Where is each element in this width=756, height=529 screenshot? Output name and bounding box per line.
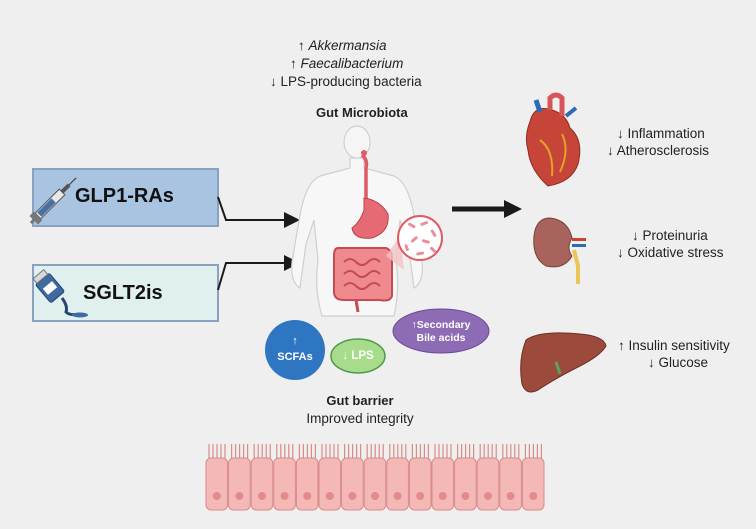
cell-nucleus [529,492,538,500]
faecalibacterium-label: ↑ Faecalibacterium [290,55,403,73]
epithelial-cell [273,457,296,511]
human-body-illustration [291,125,423,317]
gut-barrier-title: Gut barrier [326,393,394,408]
akkermansia-arrow: ↑ [298,38,305,53]
cell-nucleus [506,492,515,500]
akkermansia-name: Akkermansia [308,38,387,53]
kidney-icon [533,217,586,284]
epithelial-cell [454,457,477,511]
sglt2-box [32,264,219,322]
cell-nucleus [212,492,221,500]
lps-bacteria-label: ↓ LPS-producing bacteria [270,74,422,89]
akkermansia-label: ↑ Akkermansia [298,37,387,55]
epithelial-cell [499,457,522,511]
cell-nucleus [484,492,492,500]
epithelial-cell [363,457,387,511]
sglt2-label: SGLT2is [83,282,163,304]
faecalibacterium-arrow: ↑ [290,56,297,71]
scfa-label: SCFAs [277,351,313,363]
liver-effect-glucose: ↓ Glucose [648,355,709,370]
lps-text: ↓ LPS [342,350,374,362]
epithelial-cell [341,457,364,511]
epithelial-cell [205,457,229,511]
glp1-box [32,168,219,227]
epithelial-cell [431,457,455,511]
epithelial-cell [228,457,251,511]
cell-nucleus [438,492,447,500]
gut-microbiota-title: Gut Microbiota [316,105,408,120]
heart-icon [525,92,581,187]
glp1-arrow [217,196,300,228]
cell-nucleus [348,492,357,500]
cell-nucleus [393,492,402,500]
heart-effect-atherosclerosis: ↓ Atherosclerosis [607,143,710,158]
epithelial-cell [295,457,319,511]
cell-nucleus [416,492,425,500]
epithelium-illustration [205,444,545,511]
kidney-effect-oxidative-stress: ↓ Oxidative stress [617,245,724,260]
faecalibacterium-name: Faecalibacterium [300,56,404,71]
bile-acid-line2: Bile acids [416,332,466,344]
lps-bubble [330,338,386,374]
epithelial-cell [318,457,342,511]
kidney-effect-proteinuria: ↓ Proteinuria [632,228,708,243]
liver-icon [520,332,607,393]
glp1-label: GLP1-RAs [75,185,174,207]
bile-acid-text: ↑Secondary Bile acids [398,319,484,345]
epithelial-cell [408,457,432,511]
epithelial-cell [386,457,409,511]
scfa-bubble [265,320,325,380]
cell-nucleus [303,492,312,500]
heart-effect-inflammation: ↓ Inflammation [617,126,705,141]
gut-barrier-subtitle: Improved integrity [306,411,414,426]
scfa-arrow: ↑ [292,335,298,347]
epithelial-cell [521,457,545,511]
epithelial-cell [476,457,500,511]
bacteria-magnified-icon [386,215,443,270]
scfa-text: ↑ SCFAs [270,335,320,364]
liver-effect-insulin-sensitivity: ↑ Insulin sensitivity [618,338,730,353]
cell-nucleus [280,492,289,500]
cell-nucleus [371,492,379,500]
epithelial-cell [250,457,274,511]
cell-nucleus [461,492,470,500]
sglt2-arrow [217,255,300,291]
syringe-icon [29,177,77,225]
bile-acid-line1: ↑Secondary [411,319,471,331]
cell-nucleus [235,492,244,500]
pill-bottle-icon [32,269,88,318]
bile-acid-bubble [392,308,490,354]
cell-nucleus [258,492,266,500]
cell-nucleus [325,492,334,500]
